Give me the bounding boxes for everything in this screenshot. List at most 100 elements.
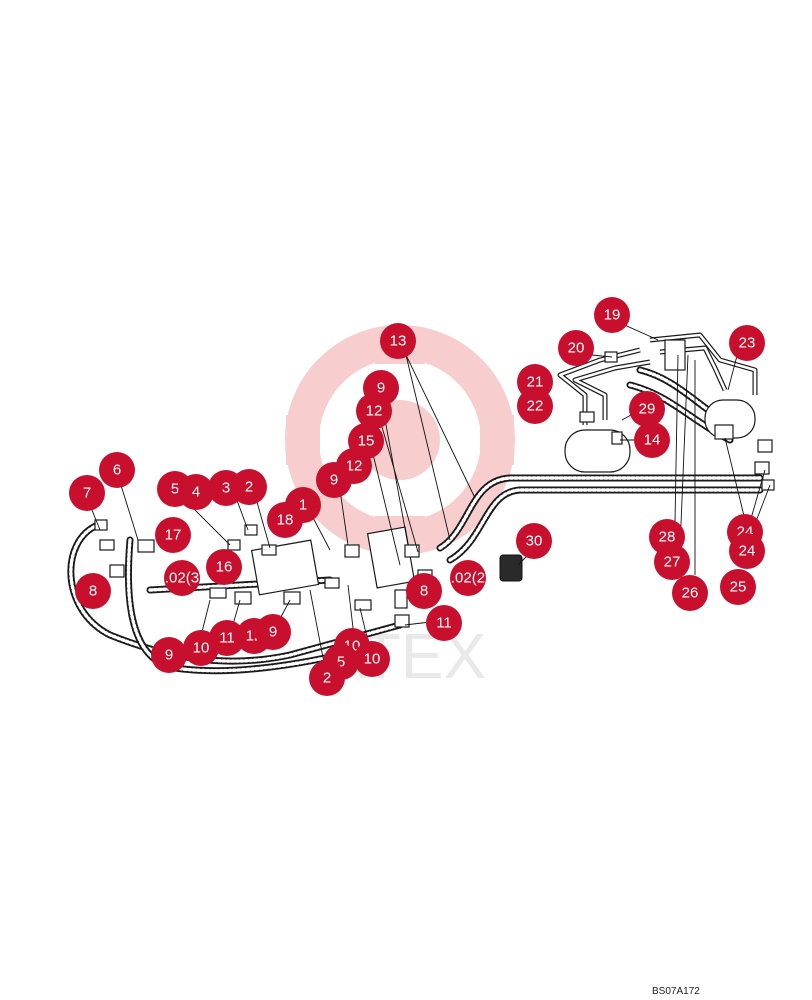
callout: 26 <box>672 575 708 611</box>
fitting <box>209 587 227 599</box>
svg-text:19: 19 <box>604 307 621 324</box>
manifold-block <box>664 339 686 371</box>
svg-text:11: 11 <box>219 630 235 647</box>
svg-text:.02(3: .02(3 <box>165 570 199 587</box>
callout: 13 <box>380 323 416 359</box>
fitting <box>94 519 108 531</box>
callout: .02(3 <box>164 560 200 596</box>
svg-text:4: 4 <box>192 484 200 501</box>
fitting <box>761 479 775 491</box>
callout: 27 <box>654 544 690 580</box>
callout: 24 <box>729 533 765 569</box>
svg-text:21: 21 <box>527 374 544 391</box>
svg-text:26: 26 <box>682 585 699 602</box>
callout: 23 <box>729 325 765 361</box>
svg-text:10: 10 <box>364 651 381 668</box>
svg-text:15: 15 <box>358 433 375 450</box>
fitting <box>283 591 301 605</box>
fitting <box>261 544 277 556</box>
callout: 18 <box>267 502 303 538</box>
svg-text:18: 18 <box>277 512 294 529</box>
svg-text:9: 9 <box>330 472 338 489</box>
callout: 14 <box>634 422 670 458</box>
svg-text:1: 1 <box>299 497 307 514</box>
callout: 8 <box>406 573 442 609</box>
callout: 11 <box>426 605 462 641</box>
callout: 25 <box>720 569 756 605</box>
fitting <box>99 539 115 551</box>
svg-text:10: 10 <box>193 640 210 657</box>
svg-text:2: 2 <box>323 670 331 687</box>
callout: 19 <box>594 297 630 333</box>
callout: 10 <box>354 641 390 677</box>
callout: 12 <box>356 393 392 429</box>
callout: 17 <box>155 517 191 553</box>
svg-text:30: 30 <box>526 533 543 550</box>
callout: 4 <box>178 474 214 510</box>
callout: 2 <box>309 660 345 696</box>
svg-text:12: 12 <box>366 403 383 420</box>
fitting <box>714 424 734 440</box>
fitting <box>354 599 372 611</box>
svg-text:24: 24 <box>739 543 756 560</box>
callout: 9 <box>316 462 352 498</box>
fitting <box>754 461 770 475</box>
fitting <box>344 544 360 558</box>
watermark-logo: ATEX <box>285 325 515 692</box>
callouts: 19 20 23 13 21 22 29 14 9 12 15 12 6 7 5… <box>69 297 765 696</box>
svg-text:20: 20 <box>568 340 585 357</box>
svg-text:22: 22 <box>527 398 544 415</box>
svg-text:7: 7 <box>83 485 91 502</box>
callout: 11 <box>209 620 245 656</box>
svg-text:8: 8 <box>89 583 97 600</box>
components <box>94 339 775 628</box>
svg-text:9: 9 <box>269 624 277 641</box>
svg-text:9: 9 <box>377 380 385 397</box>
callout: 20 <box>558 330 594 366</box>
svg-text:2: 2 <box>245 479 253 496</box>
svg-text:5: 5 <box>337 654 345 671</box>
callout: 7 <box>69 475 105 511</box>
svg-text:9: 9 <box>165 647 173 664</box>
callout: 8 <box>75 573 111 609</box>
svg-text:29: 29 <box>639 401 656 418</box>
callout: 29 <box>629 391 665 427</box>
fitting <box>579 411 595 423</box>
svg-text:3: 3 <box>222 480 230 497</box>
fitting <box>394 589 408 609</box>
fitting <box>611 431 623 445</box>
svg-text:27: 27 <box>664 554 681 571</box>
callout: 6 <box>99 452 135 488</box>
svg-text:28: 28 <box>659 529 676 546</box>
callout: 22 <box>517 388 553 424</box>
svg-text:12: 12 <box>346 458 363 475</box>
fitting <box>757 439 773 453</box>
fitting <box>137 539 155 553</box>
svg-text:14: 14 <box>644 432 661 449</box>
svg-text:23: 23 <box>739 335 756 352</box>
callout: 9 <box>255 614 291 650</box>
fitting <box>227 539 241 551</box>
svg-text:6: 6 <box>113 462 121 479</box>
callout: 9 <box>151 637 187 673</box>
callout: 2 <box>231 469 267 505</box>
callout: .02(2 <box>450 560 486 596</box>
svg-text:11: 11 <box>436 615 452 632</box>
svg-text:16: 16 <box>216 559 233 576</box>
fitting <box>324 577 340 589</box>
svg-text:13: 13 <box>390 333 407 350</box>
svg-text:5: 5 <box>171 481 179 498</box>
svg-text:17: 17 <box>165 527 182 544</box>
drawing-code: BS07A172 <box>652 986 700 997</box>
callout: 16 <box>206 549 242 585</box>
svg-text:25: 25 <box>730 579 747 596</box>
callout: 30 <box>516 523 552 559</box>
fitting <box>404 544 420 558</box>
fitting <box>109 564 125 578</box>
svg-text:8: 8 <box>420 583 428 600</box>
fitting <box>394 614 410 628</box>
switch-part-30 <box>499 554 523 582</box>
fitting <box>244 524 258 536</box>
fitting <box>234 591 252 605</box>
